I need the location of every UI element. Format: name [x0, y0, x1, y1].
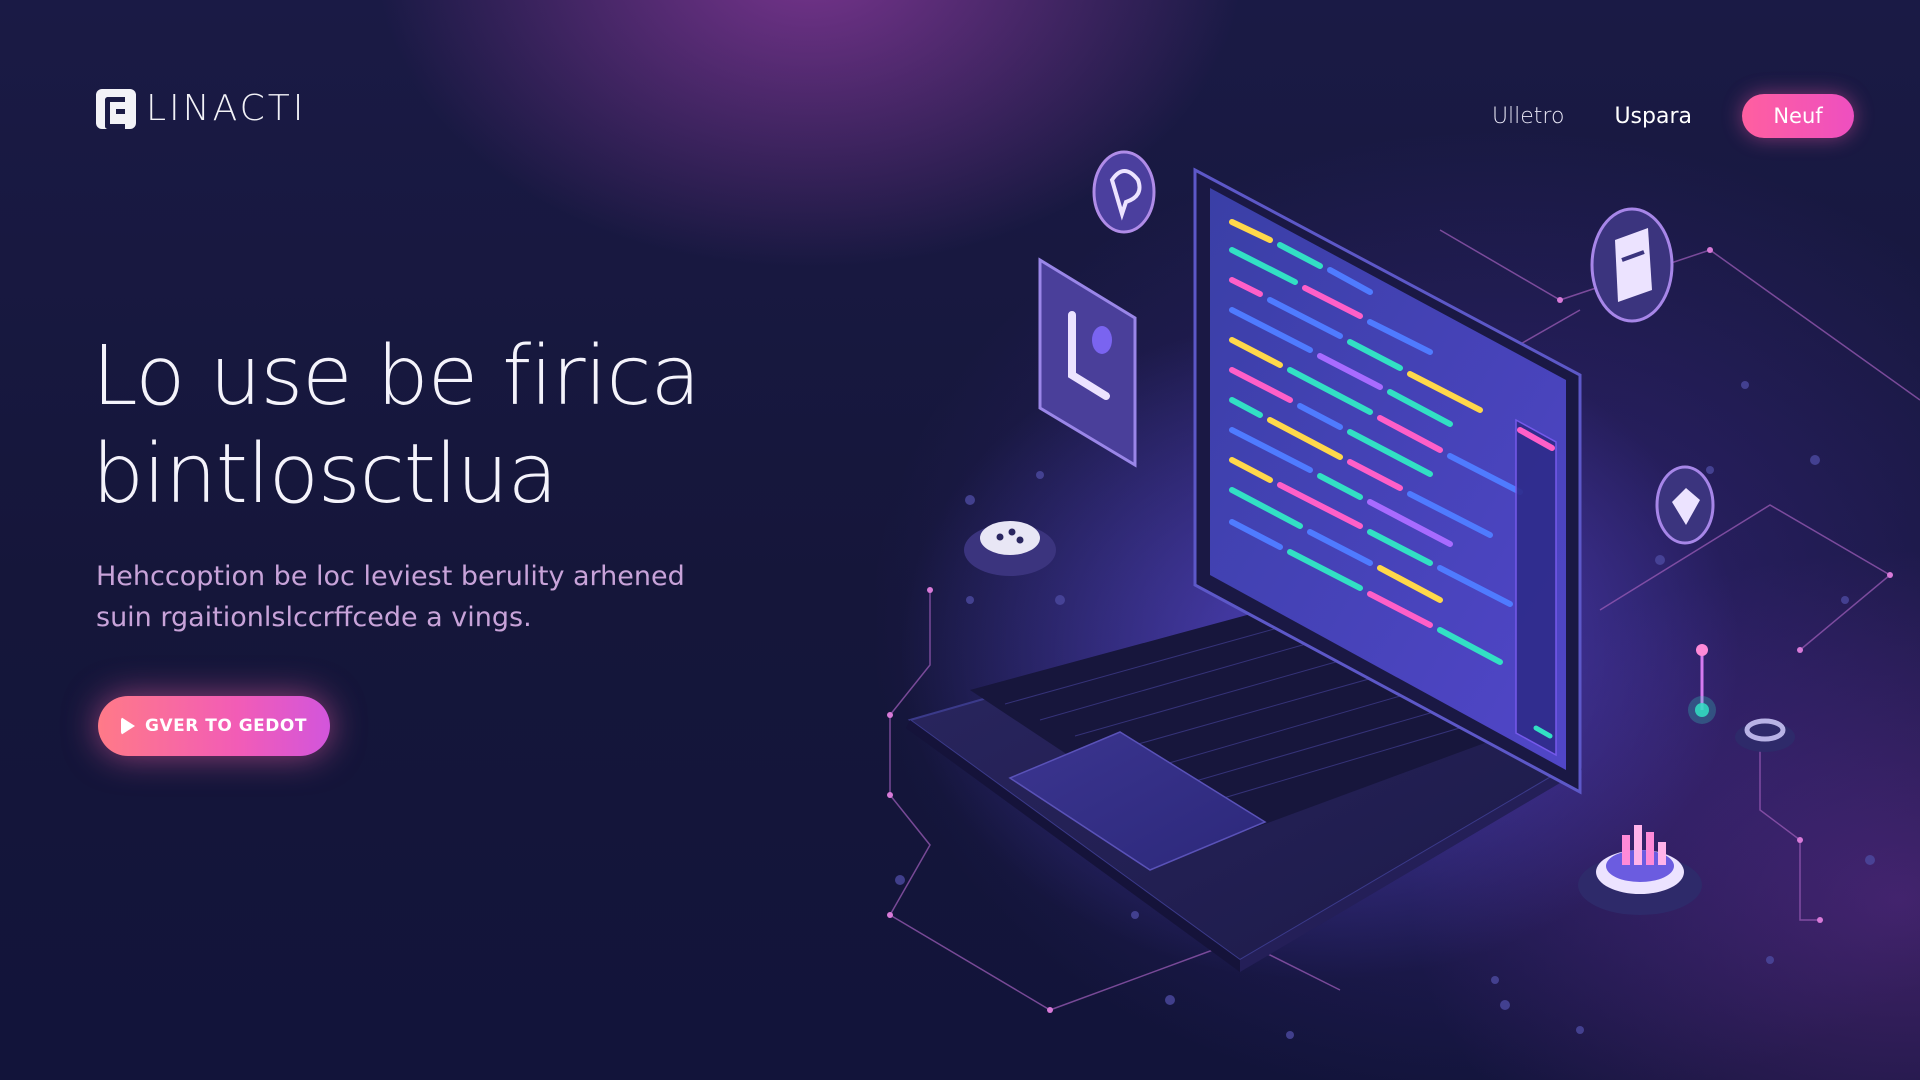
- shield-badge-icon: [1590, 207, 1674, 323]
- chat-bubble-icon: [1092, 150, 1156, 234]
- logo-g-square-icon: [96, 88, 136, 129]
- sparkle-dots: [895, 381, 1875, 1039]
- top-nav: Ulletro Uspara Neuf: [1492, 94, 1854, 138]
- cta-button[interactable]: GVER TO GEDOT: [98, 696, 330, 756]
- hero-title: Lo use be firica bintlosctlua: [92, 328, 701, 524]
- hero-title-line: Lo use be firica: [92, 329, 701, 424]
- nav-link-ulletro[interactable]: Ulletro: [1491, 103, 1565, 129]
- antenna-light-icon: [1688, 644, 1716, 724]
- laptop-trackpad: [1008, 731, 1267, 871]
- bar-chart-icon: [1578, 825, 1702, 915]
- cta-label: GVER TO GEDOT: [145, 716, 307, 736]
- document-letter-icon: [1038, 257, 1137, 468]
- play-arrow-icon: [121, 717, 136, 735]
- dots-coin-icon: [964, 521, 1056, 576]
- hero-subtitle-line: suin rgaitionlslccrffcede a vings.: [96, 602, 532, 633]
- nav-link-uspara[interactable]: Uspara: [1614, 103, 1692, 129]
- ring-coin-icon: [1735, 718, 1795, 752]
- hero-subtitle-line: Hehccoption be loc leviest berulity arhe…: [96, 561, 685, 592]
- diamond-gem-icon: [1655, 465, 1715, 545]
- laptop-illustration: [840, 130, 1920, 1080]
- hero-subtitle: Hehccoption be loc leviest berulity arhe…: [96, 556, 685, 638]
- logo[interactable]: LINACTI: [96, 88, 306, 129]
- hero-title-line: bintlosctlua: [92, 427, 558, 522]
- nav-neuf-button[interactable]: Neuf: [1742, 94, 1854, 138]
- code-lines: [1229, 219, 1523, 665]
- logo-text: LINACTI: [146, 88, 307, 129]
